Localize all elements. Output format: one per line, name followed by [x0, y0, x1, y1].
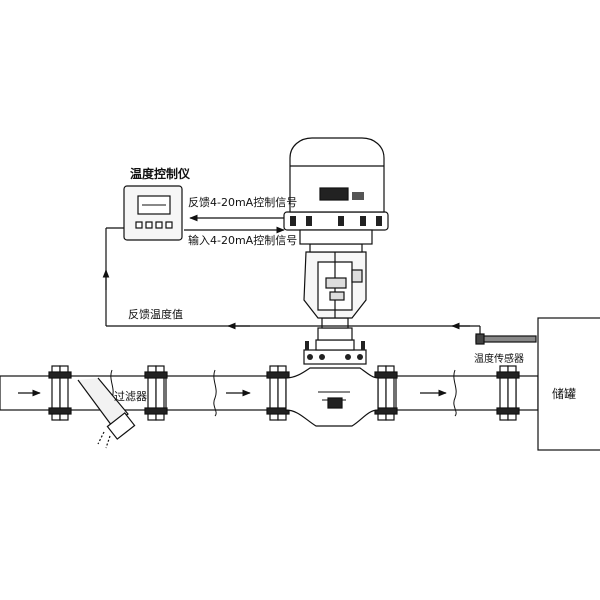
- valve-body: [285, 367, 379, 427]
- filter-label: 过滤器: [114, 390, 147, 403]
- temperature-controller: [123, 185, 183, 241]
- input-signal-label: 输入4-20mA控制信号: [188, 233, 297, 247]
- tank-label: 储罐: [552, 386, 576, 401]
- feedback-signal-label: 反馈4-20mA控制信号: [188, 195, 297, 209]
- flange-3: [266, 365, 290, 421]
- storage-tank: [537, 317, 600, 451]
- actuator-housing: [289, 137, 385, 213]
- feedback-loop-arrows: [102, 269, 470, 330]
- controller-buttons: [135, 221, 173, 229]
- flange-1: [48, 365, 72, 421]
- y-strainer-filter: [77, 377, 136, 449]
- pipe-segment-middle: [165, 375, 279, 411]
- actuator-label-plate: [319, 187, 349, 201]
- pipe-segment-right: [395, 375, 507, 411]
- temp-sensor-label: 温度传感器: [474, 352, 524, 365]
- actuator-base: [283, 211, 389, 231]
- flanges: [48, 365, 520, 421]
- pipe-segment-to-tank: [515, 375, 539, 411]
- feedback-temp-label: 反馈温度值: [128, 307, 183, 321]
- flange-2: [144, 365, 168, 421]
- controller-title: 温度控制仪: [130, 166, 191, 181]
- flange-5: [496, 365, 520, 421]
- valve-nameplate: [327, 397, 343, 409]
- signal-lines: [105, 214, 481, 336]
- temperature-sensor: [475, 333, 537, 345]
- control-valve: [283, 137, 389, 427]
